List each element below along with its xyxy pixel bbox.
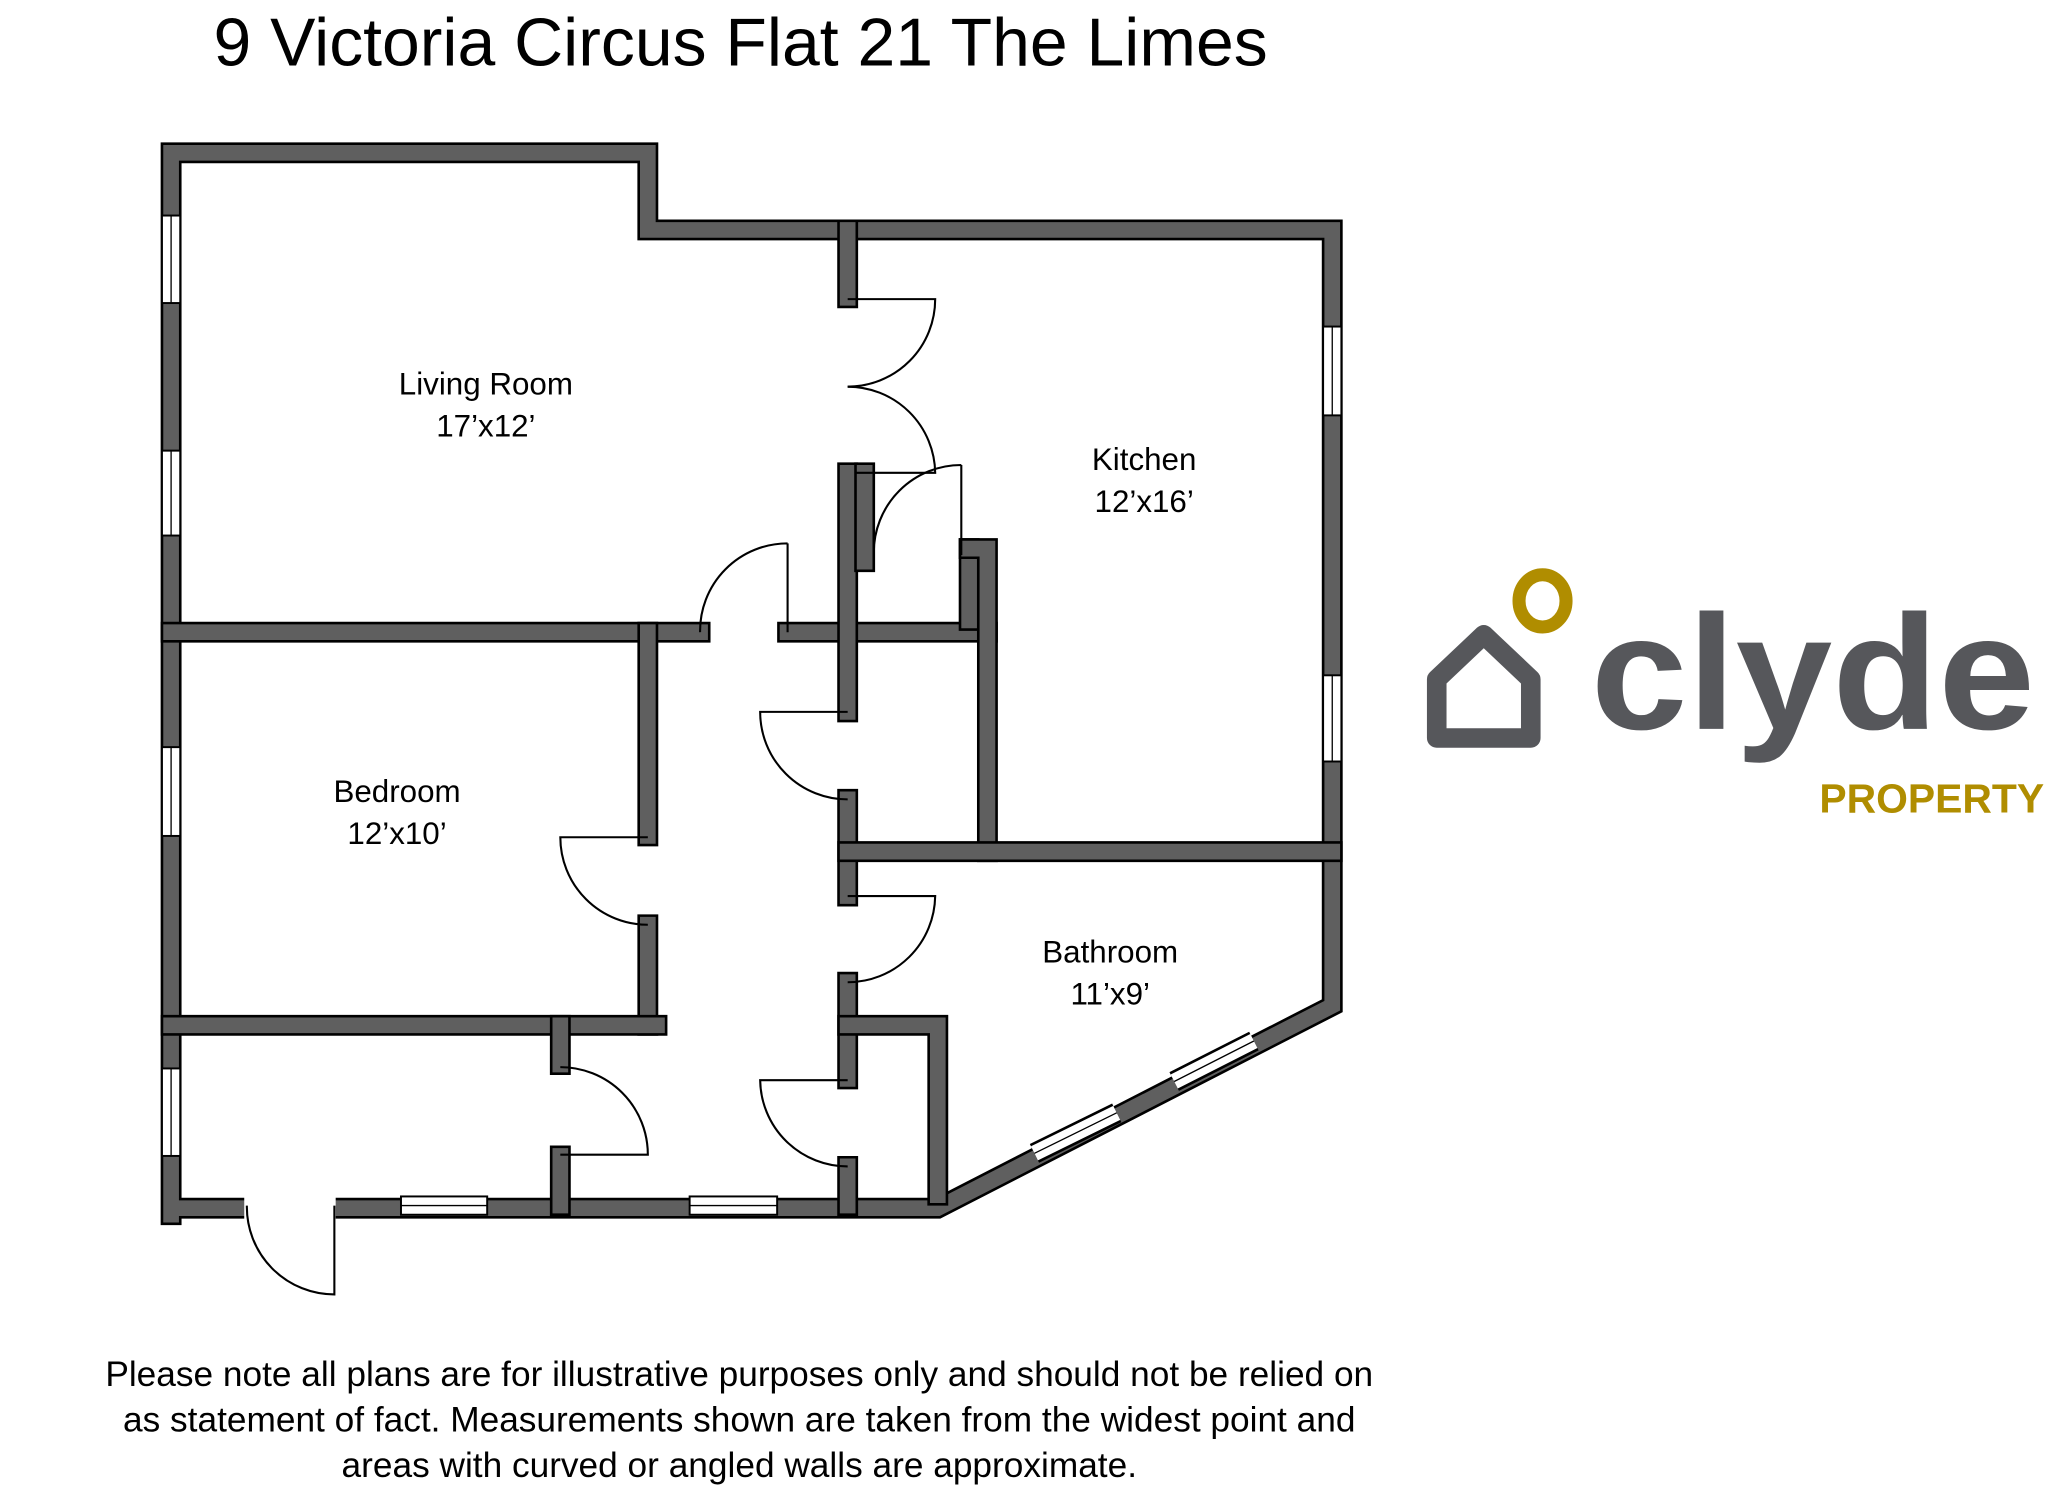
room-name: Kitchen xyxy=(1092,442,1197,477)
wall xyxy=(961,540,996,860)
door-hall-closet xyxy=(759,710,848,801)
window-pane xyxy=(1034,1112,1118,1154)
room-size: 12’x16’ xyxy=(1095,484,1194,519)
wall xyxy=(839,1017,946,1203)
door-bathroom xyxy=(847,894,937,984)
window-pane xyxy=(1173,1040,1255,1083)
room-name: Bathroom xyxy=(1042,935,1178,970)
disclaimer-line: areas with curved or angled walls are ap… xyxy=(342,1446,1137,1485)
wall xyxy=(163,145,1341,1223)
wall xyxy=(837,1014,949,1206)
room-name: Living Room xyxy=(399,366,573,401)
door-bedroom xyxy=(559,836,648,926)
plan-title: 9 Victoria Circus Flat 21 The Limes xyxy=(213,5,1267,80)
logo-wordmark: clyde xyxy=(1591,581,2035,764)
door-kitchen-closet xyxy=(872,463,963,556)
door-wc xyxy=(759,1079,848,1168)
room-size: 11’x9’ xyxy=(1070,976,1150,1011)
ring-icon xyxy=(1512,568,1573,634)
wall xyxy=(160,142,1343,1226)
logo-subtitle: PROPERTY xyxy=(1819,775,2044,821)
walls xyxy=(160,142,1343,1226)
door-living-kitchen-a xyxy=(847,298,937,388)
door-entrance xyxy=(245,1205,336,1296)
room-size: 12’x10’ xyxy=(347,816,446,851)
disclaimer: Please note all plans are for illustrati… xyxy=(105,1355,1373,1485)
disclaimer-line: as statement of fact. Measurements shown… xyxy=(123,1401,1355,1440)
door-store xyxy=(560,1066,649,1156)
entrance-opening xyxy=(244,1193,336,1220)
room-labels: Living Room 17’x12’ Kitchen 12’x16’ Bedr… xyxy=(333,366,1196,1011)
windows xyxy=(160,214,1343,1220)
house-icon xyxy=(1426,625,1541,748)
room-name: Bedroom xyxy=(333,774,460,809)
door-living-hall xyxy=(699,542,789,633)
clyde-logo: clyde PROPERTY xyxy=(1426,568,2044,821)
disclaimer-line: Please note all plans are for illustrati… xyxy=(105,1355,1373,1394)
room-size: 17’x12’ xyxy=(436,408,535,443)
doors xyxy=(245,298,963,1296)
door-living-kitchen-b xyxy=(847,385,937,474)
